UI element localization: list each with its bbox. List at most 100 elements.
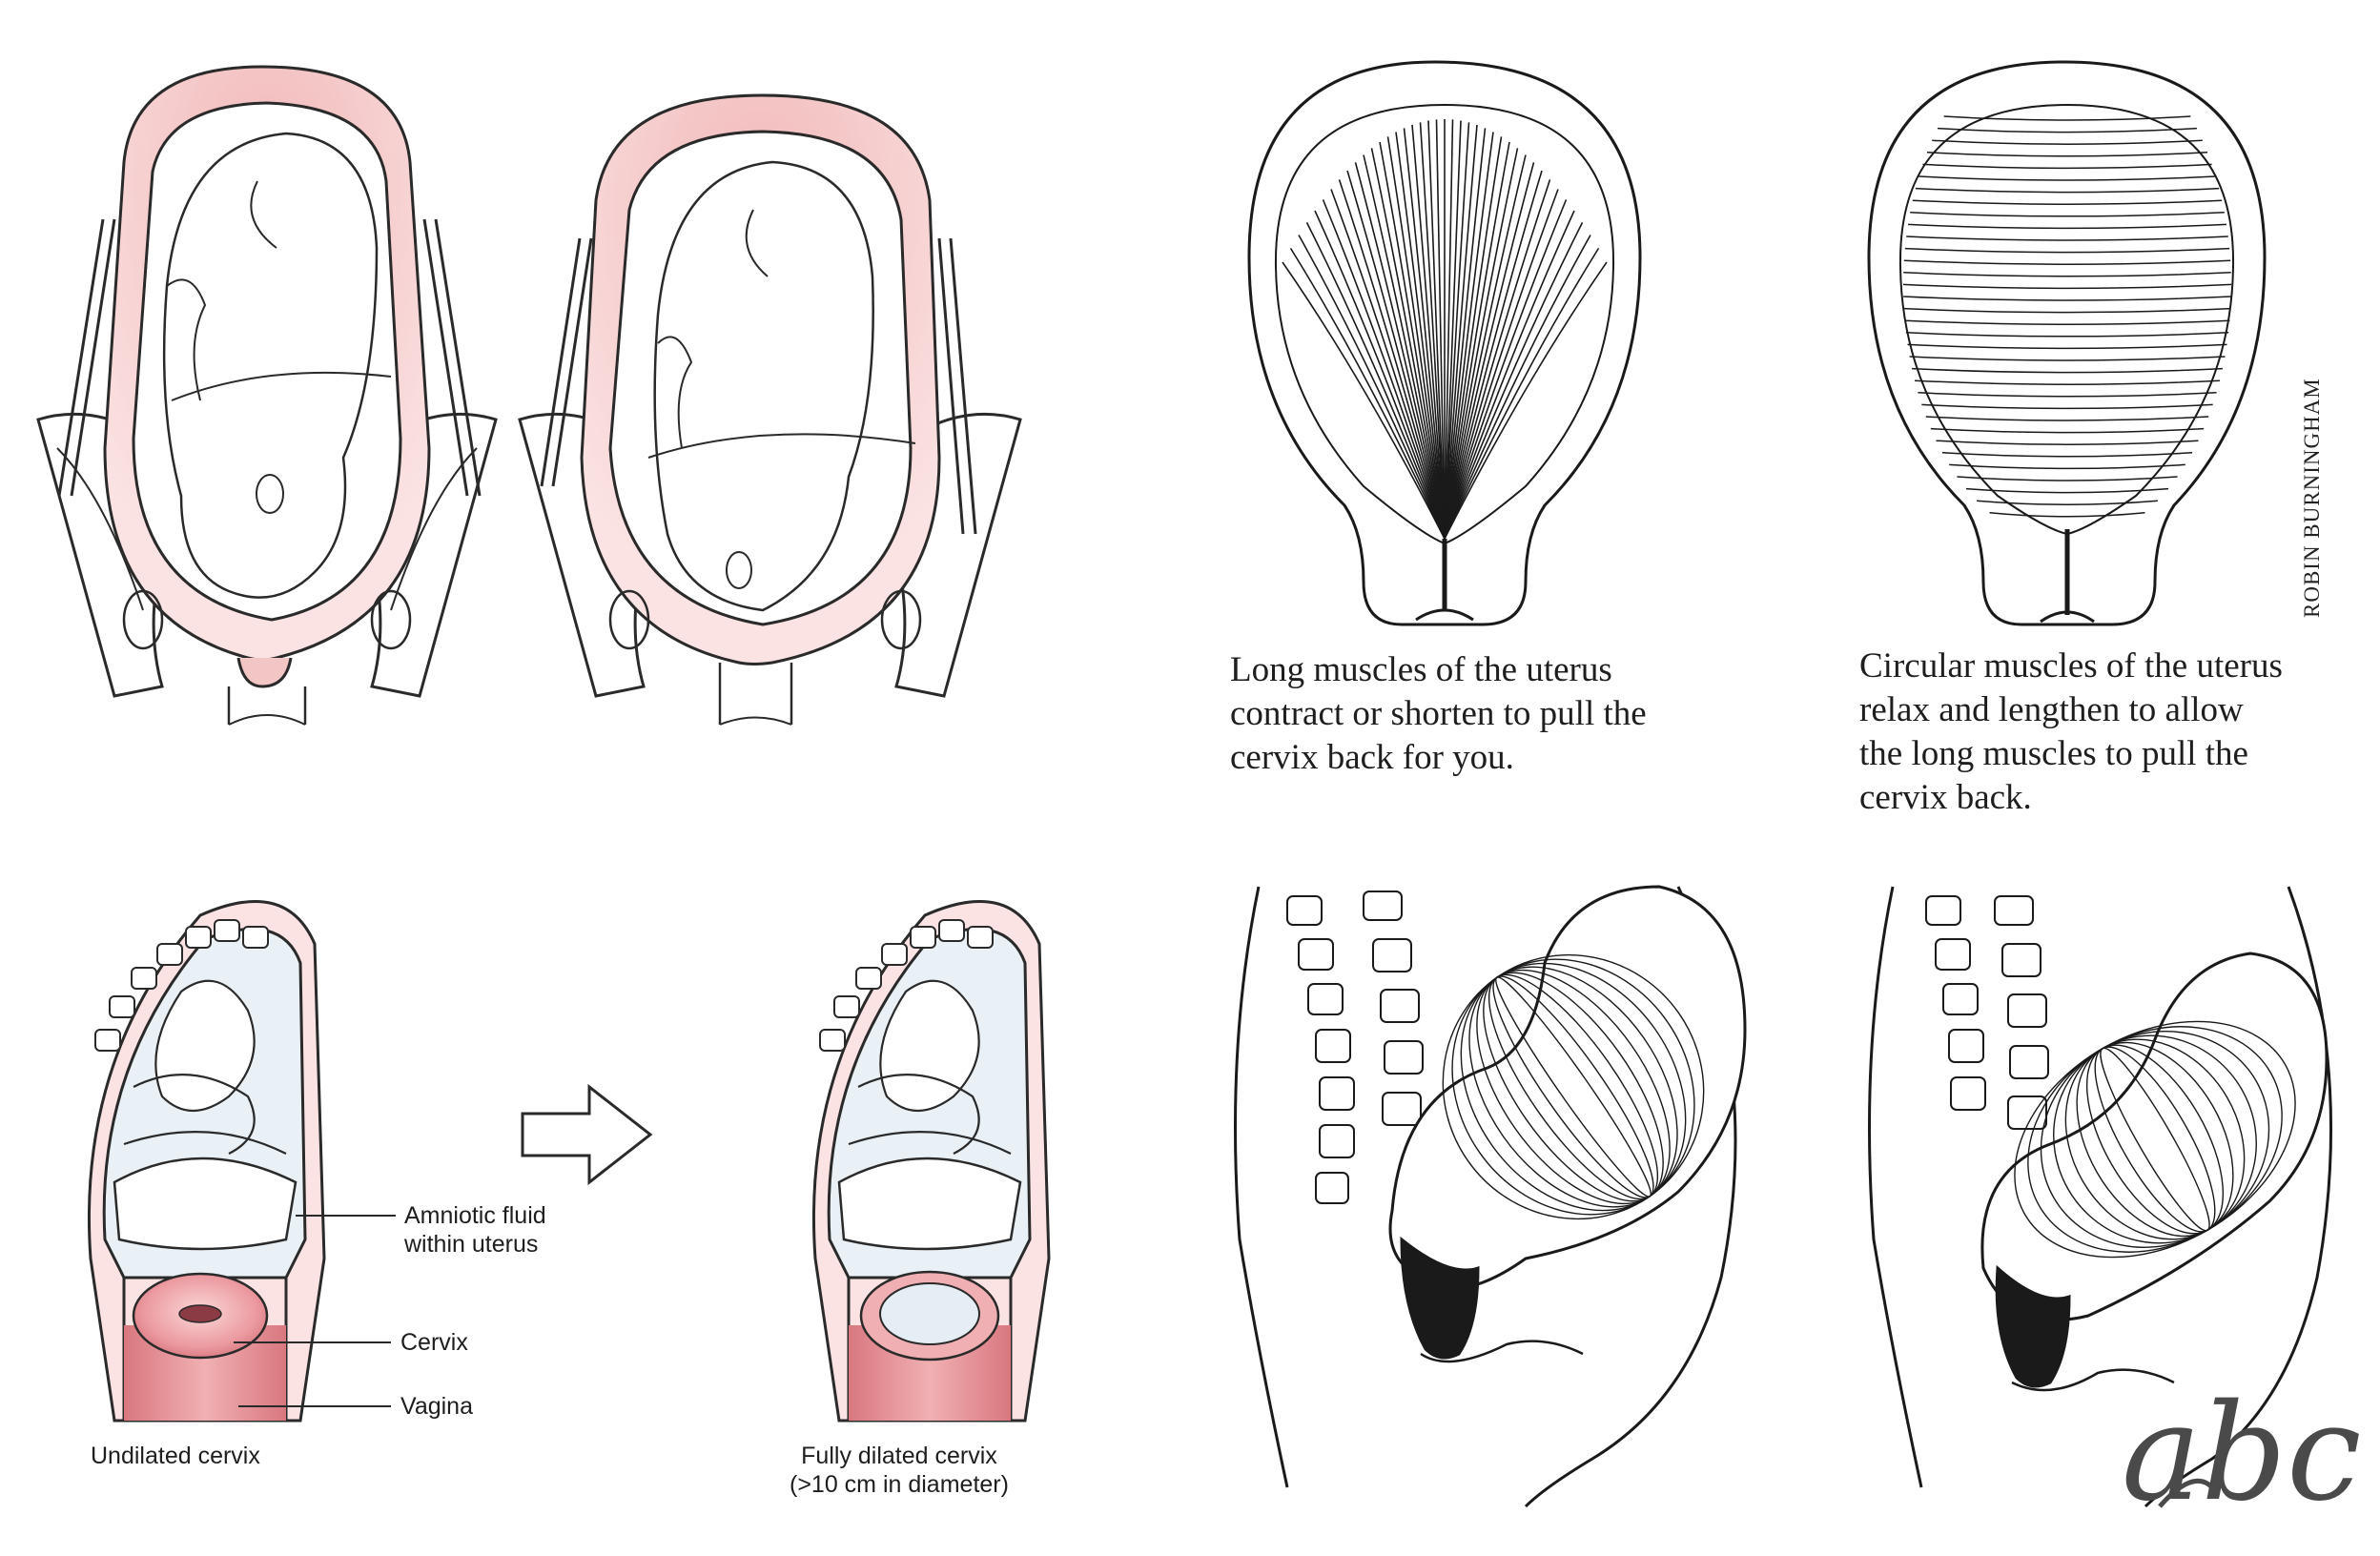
circular-muscles-caption: Circular muscles of the uterus relax and…: [1859, 645, 2317, 820]
long-muscles-caption: Long muscles of the uterus contract or s…: [1230, 648, 1678, 780]
muscle-fiber-line: [1444, 179, 1551, 540]
sagittal-view-2: [1868, 886, 2333, 1508]
muscle-fiber-line: [1282, 261, 1446, 540]
muscle-ring-line: [1938, 127, 2197, 133]
caption-line: contract or shorten to pull the: [1230, 694, 1647, 733]
muscle-fiber-line: [1379, 141, 1446, 540]
muscle-ring-line: [1904, 319, 2230, 325]
muscle-ring-line: [1902, 283, 2232, 290]
label-leader-lines: [234, 1215, 396, 1407]
muscle-fiber-line: [1444, 154, 1527, 540]
artist-credit: ROBIN BURNINGHAM: [2300, 378, 2324, 618]
muscle-ring-line: [1965, 487, 2169, 494]
circular-muscles-uterus-drawing: [1867, 60, 2267, 626]
muscle-fiber-line: [1444, 247, 1600, 540]
muscle-ring-line: [1905, 332, 2229, 338]
muscle-ring-line: [1912, 367, 2223, 374]
undilated-cervix-label: Undilated cervix: [91, 1443, 260, 1469]
muscle-fiber-line: [1444, 162, 1535, 540]
signature-watermark: abc: [2122, 1376, 2362, 1531]
muscle-ring-line: [1903, 307, 2231, 314]
pelvis-uterus-view-2: [518, 93, 1022, 726]
muscle-fiber-line: [1444, 132, 1494, 540]
muscle-fiber-line: [1444, 119, 1454, 540]
muscle-fiber-line: [1444, 124, 1478, 540]
muscle-ring-line: [1922, 163, 2212, 170]
uterus-fiber-line: [2014, 1020, 2296, 1259]
muscle-ring-line: [1941, 452, 2193, 458]
muscle-ring-line: [1907, 343, 2227, 350]
muscle-ring-line: [1957, 476, 2178, 481]
muscle-fiber-line: [1444, 120, 1462, 540]
muscle-ring-line: [1910, 212, 2225, 217]
muscle-ring-line: [1907, 223, 2227, 230]
vagina-label: Vagina: [400, 1393, 473, 1420]
muscle-fiber-line: [1346, 170, 1446, 540]
muscle-ring-line: [1930, 427, 2205, 434]
muscle-ring-line: [1903, 296, 2231, 301]
muscle-ring-line: [1949, 463, 2185, 470]
muscle-fiber-line: [1419, 122, 1446, 540]
muscle-fiber-line: [1444, 136, 1503, 540]
cervix-dilated-drawing: [811, 900, 1051, 1423]
muscle-fiber-line: [1444, 170, 1543, 540]
muscle-fiber-line: [1330, 189, 1446, 540]
muscle-fiber-line: [1354, 162, 1446, 540]
muscle-fiber-line: [1298, 235, 1446, 540]
label-line: Amniotic fluid: [404, 1202, 546, 1229]
muscle-fiber-line: [1444, 210, 1575, 540]
label-line: within uterus: [404, 1231, 539, 1258]
label-line: Fully dilated cervix: [801, 1443, 997, 1469]
muscle-fiber-line: [1322, 199, 1446, 540]
muscle-fiber-line: [1435, 119, 1446, 540]
muscle-fiber-line: [1395, 132, 1446, 540]
caption-line: Circular muscles of the uterus: [1859, 646, 2283, 686]
sagittal-view-1: [1234, 885, 1747, 1508]
muscle-ring-line: [1903, 259, 2231, 265]
muscle-fiber-line: [1427, 120, 1446, 540]
muscle-fiber-line: [1444, 199, 1568, 540]
caption-line: the long muscles to pull the: [1859, 734, 2248, 773]
muscle-ring-line: [1936, 440, 2199, 445]
caption-line: relax and lengthen to allow: [1859, 690, 2244, 729]
muscle-ring-line: [1932, 139, 2203, 145]
muscle-fiber-line: [1305, 222, 1446, 540]
signature-swash: [2158, 1478, 2214, 1508]
muscle-ring-line: [1912, 199, 2223, 205]
muscle-ring-line: [1906, 235, 2228, 241]
cervix-undilated-drawing: [87, 900, 326, 1423]
label-line: (>10 cm in diameter): [790, 1471, 1009, 1498]
caption-line: cervix back for you.: [1230, 738, 1514, 777]
muscle-ring-line: [1915, 187, 2220, 194]
muscle-ring-line: [1904, 247, 2230, 254]
muscle-ring-line: [1977, 500, 2158, 505]
muscle-ring-line: [1989, 512, 2145, 518]
muscle-ring-line: [1943, 115, 2191, 121]
muscle-fiber-line: [1338, 179, 1446, 540]
muscle-fiber-line: [1403, 128, 1446, 540]
muscle-fiber-line: [1444, 128, 1487, 540]
muscle-ring-line: [1926, 152, 2208, 157]
muscle-ring-line: [1909, 356, 2226, 361]
muscle-fiber-line: [1444, 222, 1584, 540]
progress-arrow: [521, 1083, 653, 1186]
caption-line: cervix back.: [1859, 778, 2032, 817]
muscle-ring-line: [1921, 403, 2213, 410]
dilated-cervix-label: Fully dilated cervix (>10 cm in diameter…: [790, 1442, 1009, 1499]
muscle-fiber-line: [1444, 261, 1608, 540]
muscle-ring-line: [1918, 175, 2216, 181]
muscle-fiber-line: [1444, 189, 1559, 540]
muscle-fiber-line: [1444, 235, 1591, 540]
muscle-ring-line: [1925, 416, 2209, 421]
muscle-ring-line: [1914, 379, 2221, 385]
muscle-fiber-line: [1289, 247, 1446, 540]
muscle-fiber-line: [1444, 148, 1519, 540]
muscle-fiber-line: [1386, 136, 1446, 540]
muscle-fiber-line: [1370, 148, 1446, 540]
muscle-fiber-line: [1444, 122, 1470, 540]
muscle-ring-line: [1903, 272, 2231, 277]
cervix-label: Cervix: [400, 1329, 468, 1356]
uterus-fiber-line: [1442, 953, 1705, 1220]
